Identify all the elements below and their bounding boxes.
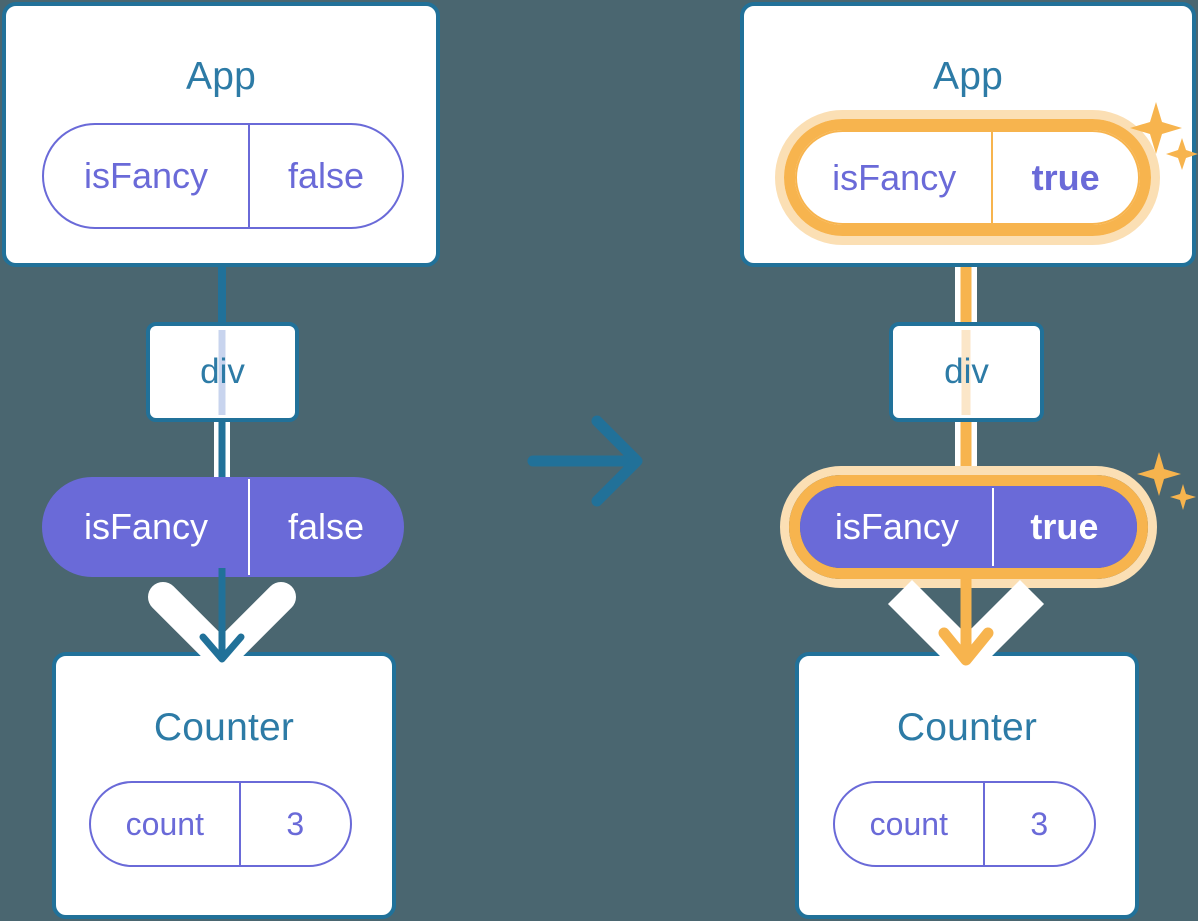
counter-title-before: Counter <box>153 706 295 749</box>
app-state-value-before: false <box>248 125 402 227</box>
app-state-highlight-ring-after <box>784 119 1151 236</box>
app-state-value-after: true <box>991 132 1138 223</box>
counter-state-pill-after[interactable]: count 3 <box>833 781 1096 867</box>
counter-state-pill-before[interactable]: count 3 <box>89 781 352 867</box>
prop-state-pill-before[interactable]: isFancy false <box>42 477 404 577</box>
sparkle-large-icon <box>1137 452 1181 496</box>
sparkle-group-app-after <box>1130 102 1198 170</box>
prop-state-value-before: false <box>248 479 402 575</box>
app-state-pill-before[interactable]: isFancy false <box>42 123 404 229</box>
prop-arrow-head-right <box>938 627 994 666</box>
prop-state-pill-after[interactable]: isFancy true <box>800 486 1137 568</box>
app-state-pill-after[interactable]: isFancy true <box>795 130 1140 225</box>
sparkle-small-icon <box>1170 484 1196 510</box>
counter-state-value-after: 3 <box>982 783 1094 865</box>
counter-state-value-before: 3 <box>238 783 350 865</box>
app-title-after: App <box>933 55 1003 98</box>
prop-arrow-head-left <box>199 633 245 663</box>
app-state-key-before: isFancy <box>84 155 209 196</box>
counter-state-key-after: count <box>869 805 948 842</box>
sparkle-small-icon <box>1166 138 1198 170</box>
sparkle-group-prop-after <box>1137 452 1196 510</box>
prop-state-key-before: isFancy <box>84 506 209 547</box>
sparkle-large-icon <box>1130 102 1182 154</box>
counter-state-key-before: count <box>125 805 204 842</box>
app-title-before: App <box>186 55 256 98</box>
transition-arrow-icon <box>527 415 643 507</box>
app-state-highlight-glow-after <box>775 110 1160 245</box>
div-label-before: div <box>200 352 245 391</box>
counter-title-after: Counter <box>896 706 1038 749</box>
div-label-after: div <box>944 352 989 391</box>
prop-state-key-after: isFancy <box>834 506 959 547</box>
app-state-key-after: isFancy <box>832 156 957 198</box>
prop-state-value-after: true <box>991 488 1135 566</box>
